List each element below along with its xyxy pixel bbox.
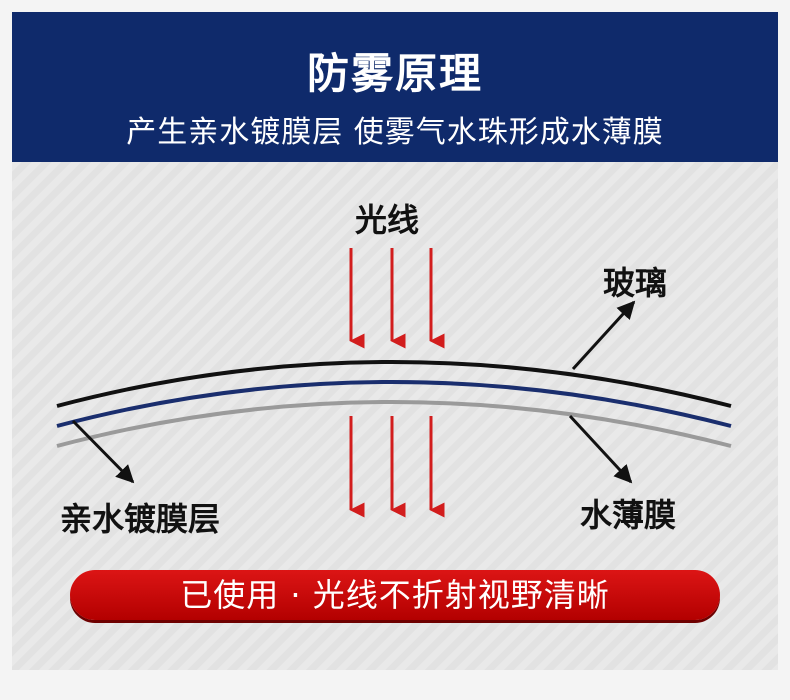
water-film-curve (56, 400, 732, 448)
page-subtitle: 产生亲水镀膜层 使雾气水珠形成水薄膜 (126, 115, 664, 150)
coating-pointer-arrow (71, 419, 135, 484)
glass-label: 玻璃 (603, 264, 668, 302)
glass-pointer-arrow (571, 300, 636, 371)
light-label: 光线 (355, 201, 420, 239)
coating-label: 亲水镀膜层 (60, 500, 221, 538)
coating-curve (56, 380, 732, 428)
glass-curve (56, 360, 732, 408)
header-banner: 防雾原理 产生亲水镀膜层 使雾气水珠形成水薄膜 (12, 12, 778, 162)
water-film-pointer-arrow (568, 414, 633, 484)
water-film-label: 水薄膜 (580, 496, 677, 534)
page-title: 防雾原理 (306, 49, 483, 98)
result-banner: 已使用 · 光线不折射视野清晰 (70, 570, 720, 620)
